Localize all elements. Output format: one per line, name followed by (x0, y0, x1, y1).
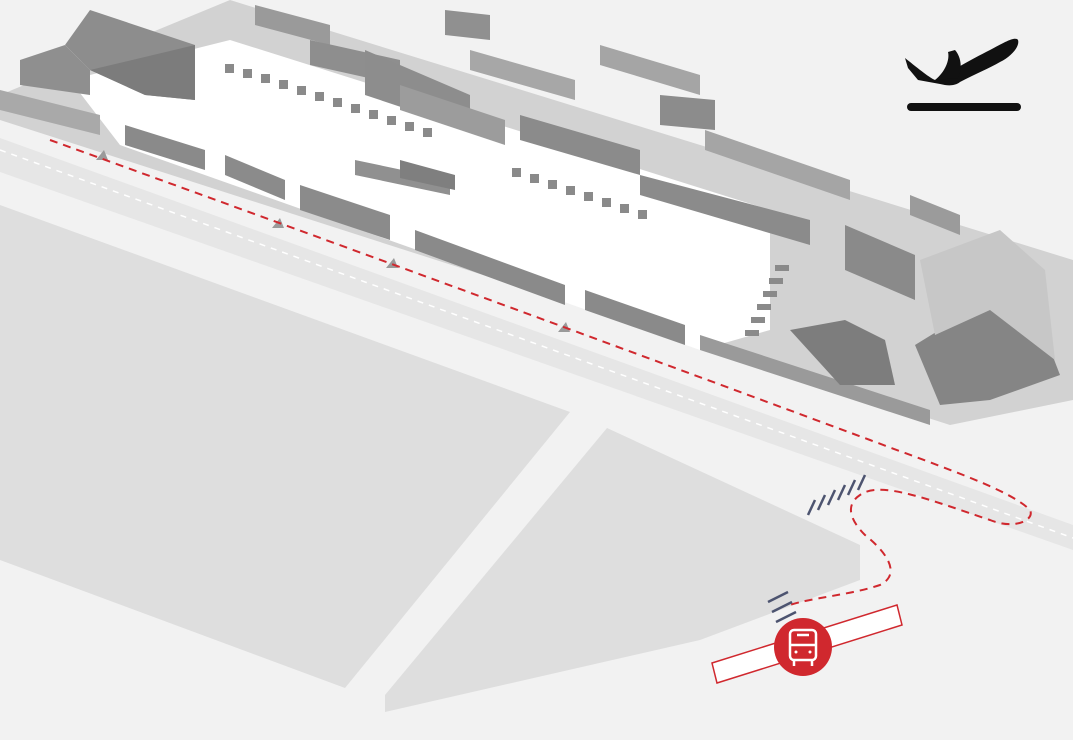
gate-pavilions (225, 64, 789, 336)
entrance-arrow (96, 150, 108, 160)
airplane-departure-icon (905, 38, 1021, 111)
terminal-buildings (0, 5, 1060, 425)
road-lane-line (0, 149, 1073, 539)
parking-lot-east (385, 428, 860, 712)
walking-route (49, 139, 1032, 606)
crosswalk-bus-stop (767, 590, 797, 624)
bus-stop-marker[interactable] (774, 618, 832, 676)
airside-apron (70, 40, 770, 350)
curbside-road (0, 138, 1073, 550)
parking-lot-west (0, 205, 570, 688)
bus-icon (788, 628, 818, 666)
crosswalk-road (806, 474, 867, 516)
